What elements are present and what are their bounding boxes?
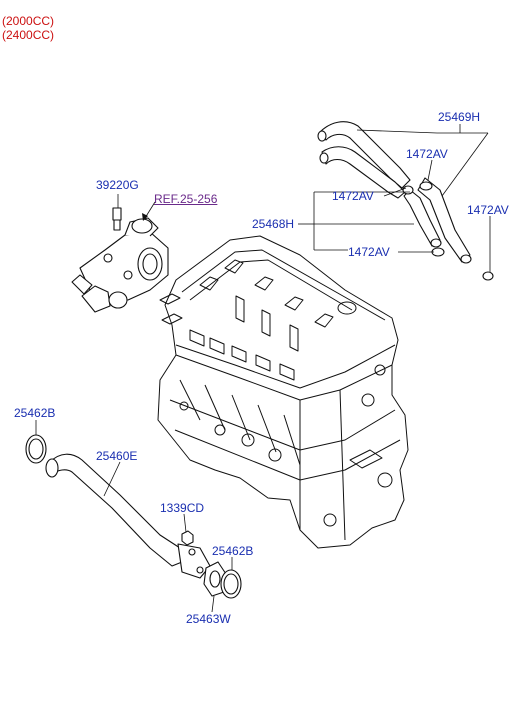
variant-2000cc: (2000CC): [2, 14, 55, 28]
temp-sensor-part: [112, 194, 122, 231]
label-25460E: 25460E: [96, 449, 138, 463]
upper-hose-part: [317, 121, 472, 264]
label-25463W: 25463W: [186, 612, 231, 626]
ref-link-25-256[interactable]: REF.25-256: [154, 192, 218, 206]
ref-arrow: [142, 201, 156, 221]
label-25469H: 25469H: [438, 110, 481, 124]
o-ring-part: [25, 434, 47, 464]
label-25462B-left: 25462B: [14, 406, 56, 420]
label-1472AV-left: 1472AV: [332, 189, 374, 203]
variant-2400cc: (2400CC): [2, 28, 55, 42]
label-1472AV-lower: 1472AV: [348, 245, 390, 259]
o-ring-part-2: [220, 569, 242, 599]
label-1472AV-upper: 1472AV: [406, 147, 448, 161]
engine-block: [157, 235, 409, 549]
label-25468H: 25468H: [252, 217, 295, 231]
label-39220G: 39220G: [96, 178, 139, 192]
label-25462B-right: 25462B: [212, 544, 254, 558]
leader-lines: [35, 124, 491, 613]
label-1339CD: 1339CD: [160, 501, 205, 515]
water-pipe-part: [45, 453, 211, 579]
bolt-part: [181, 530, 194, 546]
hose-clamps: [402, 181, 494, 281]
thermostat-housing-part: [71, 217, 169, 313]
label-1472AV-right: 1472AV: [467, 203, 509, 217]
